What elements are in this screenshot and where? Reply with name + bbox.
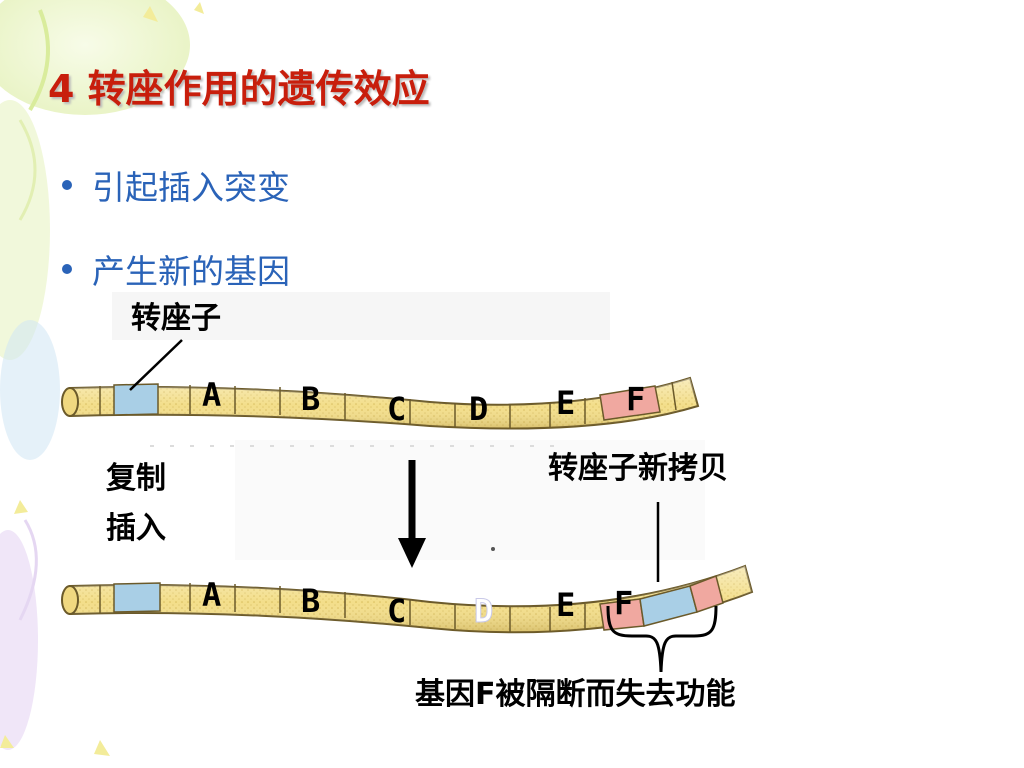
transposon-label: 转座子 xyxy=(131,301,221,336)
bullet-list: 引起插入突变 产生新的基因 xyxy=(62,160,290,328)
brace-icon xyxy=(606,605,718,673)
bullet-dot-icon xyxy=(62,264,72,274)
transposon-new-copy-segment xyxy=(639,585,698,627)
transposon-segment xyxy=(113,582,161,613)
bullet-item: 产生新的基因 xyxy=(62,244,290,294)
bullet-dot-icon xyxy=(62,180,72,190)
panel-shade xyxy=(112,292,610,340)
result-label: 基因F被隔断而失去功能 xyxy=(415,677,736,712)
bullet-text: 产生新的基因 xyxy=(92,252,290,291)
gene-label-b: B xyxy=(301,380,320,418)
gene-label-a: A xyxy=(202,576,221,614)
chromosome-after-insertion: A B C D E F xyxy=(61,564,754,634)
gene-f-segment xyxy=(599,385,661,421)
panel-shade xyxy=(235,440,705,560)
arrow-down-icon xyxy=(398,460,426,568)
transposon-pointer xyxy=(129,339,183,391)
bullet-item: 引起插入突变 xyxy=(62,160,290,210)
slide-title: 4 转座作用的遗传效应 xyxy=(48,67,430,111)
gene-label-c: C xyxy=(387,592,406,630)
gene-label-c: C xyxy=(387,390,406,428)
gene-label-e: E xyxy=(556,586,575,624)
gene-label-d: D xyxy=(474,592,493,630)
gene-label-d: D xyxy=(469,390,488,428)
bullet-text: 引起插入突变 xyxy=(92,168,290,207)
gene-f-segment-part2 xyxy=(689,574,724,613)
gene-label-e: E xyxy=(556,384,575,422)
process-label-insert: 插入 xyxy=(106,510,166,546)
gene-label-f: F xyxy=(614,584,633,622)
gene-label-a: A xyxy=(202,376,221,414)
gene-label-b: B xyxy=(301,582,320,620)
process-label: 复制 插入 xyxy=(106,460,166,547)
new-copy-label: 转座子新拷贝 xyxy=(548,451,728,486)
process-label-copy: 复制 xyxy=(106,461,166,496)
transposon-segment xyxy=(113,383,159,416)
gene-label-f: F xyxy=(626,380,645,418)
chromosome-original: A B C D E F xyxy=(61,376,700,430)
